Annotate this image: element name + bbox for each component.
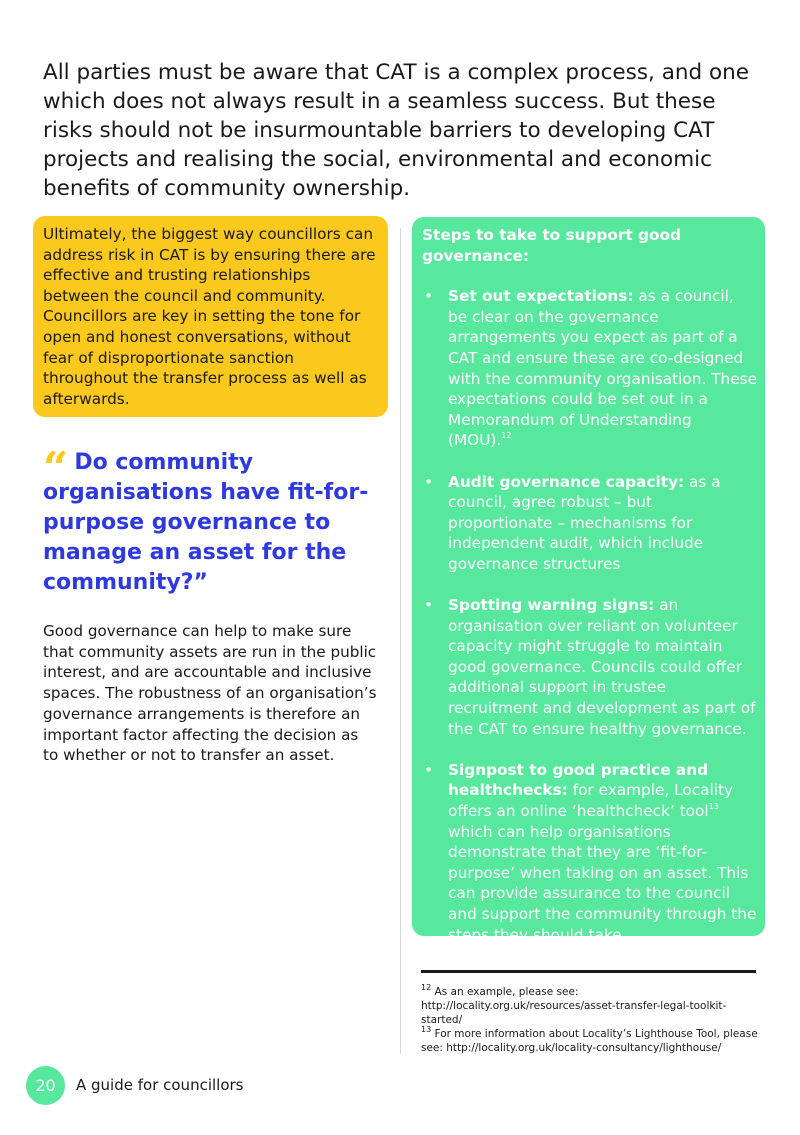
list-item: • Spotting warning signs: an organisatio… bbox=[422, 595, 757, 739]
step-text: as a council, agree robust – but proport… bbox=[448, 472, 721, 573]
footnote-ref: 12 bbox=[501, 431, 512, 441]
list-item: • Set out expectations: as a council, be… bbox=[422, 286, 757, 451]
footnote-13: 13 For more information about Locality’s… bbox=[421, 1024, 766, 1055]
pull-quote-text: Do community organisations have fit-for-… bbox=[43, 450, 369, 595]
step-text: an organisation over reliant on voluntee… bbox=[448, 596, 756, 738]
steps-box: Steps to take to support good governance… bbox=[412, 217, 765, 944]
footnote-rule bbox=[421, 970, 756, 973]
footnote-ref: 13 bbox=[708, 801, 719, 811]
footnote-text: For more information about Locality’s Li… bbox=[421, 1028, 758, 1054]
list-item: • Signpost to good practice and healthch… bbox=[422, 760, 757, 945]
step-title: Audit governance capacity: bbox=[448, 472, 685, 491]
intro-paragraph: All parties must be aware that CAT is a … bbox=[43, 60, 749, 201]
footnote-12: 12 As an example, please see: http://loc… bbox=[421, 982, 766, 1027]
governance-paragraph: Good governance can help to make sure th… bbox=[43, 622, 377, 765]
page-number: 20 bbox=[35, 1076, 56, 1095]
step-title: Spotting warning signs: bbox=[448, 596, 655, 615]
footer-label: A guide for councillors bbox=[76, 1076, 244, 1094]
callout-text: Ultimately, the biggest way councillors … bbox=[43, 225, 376, 408]
footnote-number: 12 bbox=[421, 982, 432, 992]
bullet-icon: • bbox=[424, 596, 434, 615]
footnote-text: As an example, please see: http://locali… bbox=[421, 986, 727, 1026]
bullet-icon: • bbox=[424, 287, 434, 306]
step-text: for example, Locality offers an online ‘… bbox=[448, 781, 734, 821]
callout-box: Ultimately, the biggest way councillors … bbox=[33, 216, 388, 417]
steps-title: Steps to take to support good governance… bbox=[422, 226, 681, 265]
list-item: • Audit governance capacity: as a counci… bbox=[422, 472, 757, 575]
bullet-icon: • bbox=[424, 472, 434, 491]
step-text: as a council, be clear on the governance… bbox=[448, 287, 758, 450]
steps-list: • Set out expectations: as a council, be… bbox=[422, 286, 757, 945]
bullet-icon: • bbox=[424, 760, 434, 779]
step-text-continued: which can help organisations demonstrate… bbox=[448, 822, 757, 944]
step-title: Set out expectations: bbox=[448, 287, 634, 306]
footnotes: 12 As an example, please see: http://loc… bbox=[421, 982, 766, 1055]
pull-quote: “Do community organisations have fit-for… bbox=[43, 443, 383, 598]
column-divider bbox=[400, 228, 401, 1054]
footnote-number: 13 bbox=[421, 1024, 432, 1034]
page-number-badge: 20 bbox=[26, 1066, 65, 1105]
quote-mark-icon: “ bbox=[43, 443, 69, 494]
step-title: Signpost to good practice and healthchec… bbox=[448, 760, 709, 800]
